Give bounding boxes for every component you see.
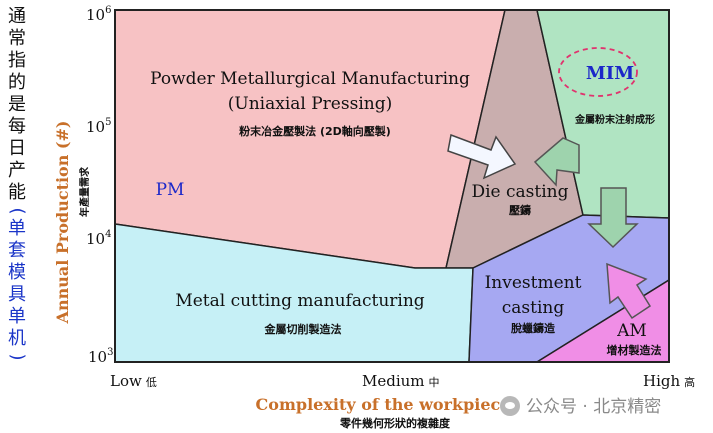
side-note-highlight-char: 单 xyxy=(8,218,26,239)
side-note-highlight-char: 模 xyxy=(8,262,26,283)
side-note-highlight-char: 套 xyxy=(8,240,26,261)
y-tick-label: 104 xyxy=(86,229,111,248)
region-powder-metallurgy xyxy=(114,9,506,269)
svg-text:103: 103 xyxy=(88,347,113,366)
side-note-highlight-char: 具 xyxy=(8,284,26,305)
side-note-char: 每 xyxy=(8,116,26,137)
investment-label-line-2: casting xyxy=(502,298,565,318)
y-axis-zh-label: 年產量需求 xyxy=(78,166,91,217)
side-note-char: 指 xyxy=(8,50,26,71)
y-tick-label: 106 xyxy=(86,5,111,24)
svg-text:106: 106 xyxy=(86,5,111,24)
arrow-am-to-investment xyxy=(606,262,652,320)
x-axis-title: Complexity of the workpiece xyxy=(256,395,511,414)
arrow-powder-to-die xyxy=(447,133,517,180)
side-note-char: 能 xyxy=(8,182,26,203)
side-note-char: 通 xyxy=(8,6,26,27)
side-note-char: 常 xyxy=(8,28,26,49)
pm-abbr-label: PM xyxy=(156,180,185,200)
side-note-char: 的 xyxy=(8,72,26,93)
mim-abbr-label: MIM xyxy=(586,63,634,84)
am-zh-label: 增材製造法 xyxy=(607,343,662,357)
svg-text:105: 105 xyxy=(86,117,111,136)
x-axis-zh-label: 零件幾何形狀的複雜度 xyxy=(339,416,451,430)
watermark: 公众号 · 北京精密 xyxy=(500,392,661,417)
side-note-highlight-char: 机 xyxy=(8,328,26,349)
side-note: 通 常 指 的 是 每 日 产 能 ( 单 套 模 具 单 机 ) xyxy=(6,6,28,364)
side-note-char: 产 xyxy=(8,160,26,181)
mim-highlight-ellipse xyxy=(558,47,638,97)
y-tick-label: 105 xyxy=(86,117,111,136)
wechat-logo-icon xyxy=(500,396,520,416)
metal-cutting-zh-label: 金屬切削製造法 xyxy=(264,322,342,336)
powder-zh-label: 粉末冶金壓製法 (2D軸向壓製) xyxy=(239,124,391,138)
side-note-char: 日 xyxy=(8,138,26,159)
plot-frame xyxy=(114,9,670,363)
investment-zh-label: 脫蠟鑄造 xyxy=(511,321,556,335)
y-axis-title: Annual Production (#) xyxy=(53,121,72,325)
arrow-mim-to-die xyxy=(533,137,580,187)
powder-title-line-1: Powder Metallurgical Manufacturing xyxy=(150,69,470,89)
arrow-mim-to-investment xyxy=(587,187,639,249)
powder-title-line-2: (Uniaxial Pressing) xyxy=(228,94,392,114)
die-casting-label: Die casting xyxy=(471,182,568,202)
side-note-highlight-char: 单 xyxy=(8,306,26,327)
side-note-char: 是 xyxy=(8,94,26,115)
investment-label-line-1: Investment xyxy=(485,273,582,293)
am-abbr-label: AM xyxy=(616,321,647,341)
metal-cutting-label: Metal cutting manufacturing xyxy=(175,291,424,311)
svg-text:104: 104 xyxy=(86,229,111,248)
watermark-text: 公众号 · 北京精密 xyxy=(526,397,662,417)
die-casting-zh-label: 壓鑄 xyxy=(509,203,531,217)
mim-zh-label: 金屬粉末注射成形 xyxy=(574,113,655,126)
y-tick-label: 103 xyxy=(88,347,113,366)
